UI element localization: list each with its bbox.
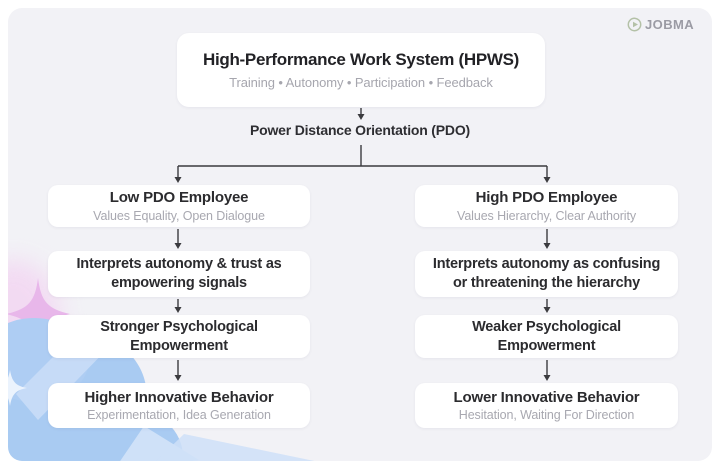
node-title: Low PDO Employee: [109, 189, 249, 207]
node-high-pdo-employee: High PDO Employee Values Hierarchy, Clea…: [415, 185, 678, 227]
node-subtitle: Values Equality, Open Dialogue: [93, 208, 265, 223]
node-higher-innovative-behavior: Higher Innovative Behavior Experimentati…: [48, 383, 310, 428]
node-subtitle: Hesitation, Waiting For Direction: [458, 408, 635, 423]
brand-logo: JOBMA: [627, 17, 694, 32]
node-title: Lower Innovative Behavior: [453, 388, 640, 406]
node-title: Higher Innovative Behavior: [84, 388, 274, 406]
node-stronger-empowerment: Stronger Psychological Empowerment: [48, 315, 310, 358]
flow-connectors: [174, 108, 551, 381]
node-text: Interprets autonomy as confusing or thre…: [432, 256, 661, 291]
hpws-subtitle: Training • Autonomy • Participation • Fe…: [229, 75, 493, 90]
node-high-interpretation: Interprets autonomy as confusing or thre…: [415, 251, 678, 297]
node-text: Weaker Psychological Empowerment: [472, 318, 621, 354]
node-title: High PDO Employee: [475, 189, 618, 207]
node-pdo-label: Power Distance Orientation (PDO): [250, 122, 470, 138]
infographic-canvas: JOBMA High-Perfo: [8, 8, 712, 461]
node-subtitle: Values Hierarchy, Clear Authority: [457, 208, 636, 223]
hpws-title: High-Performance Work System (HPWS): [202, 50, 520, 69]
brand-name: JOBMA: [645, 17, 694, 32]
node-low-pdo-employee: Low PDO Employee Values Equality, Open D…: [48, 185, 310, 227]
node-low-interpretation: Interprets autonomy & trust as empowerin…: [48, 251, 310, 297]
play-circle-icon: [627, 17, 642, 32]
node-subtitle: Experimentation, Idea Generation: [87, 408, 271, 423]
node-hpws: High-Performance Work System (HPWS) Trai…: [177, 33, 545, 107]
node-weaker-empowerment: Weaker Psychological Empowerment: [415, 315, 678, 358]
node-text: Stronger Psychological Empowerment: [100, 318, 258, 354]
node-lower-innovative-behavior: Lower Innovative Behavior Hesitation, Wa…: [415, 383, 678, 428]
node-text: Interprets autonomy & trust as empowerin…: [76, 256, 282, 291]
